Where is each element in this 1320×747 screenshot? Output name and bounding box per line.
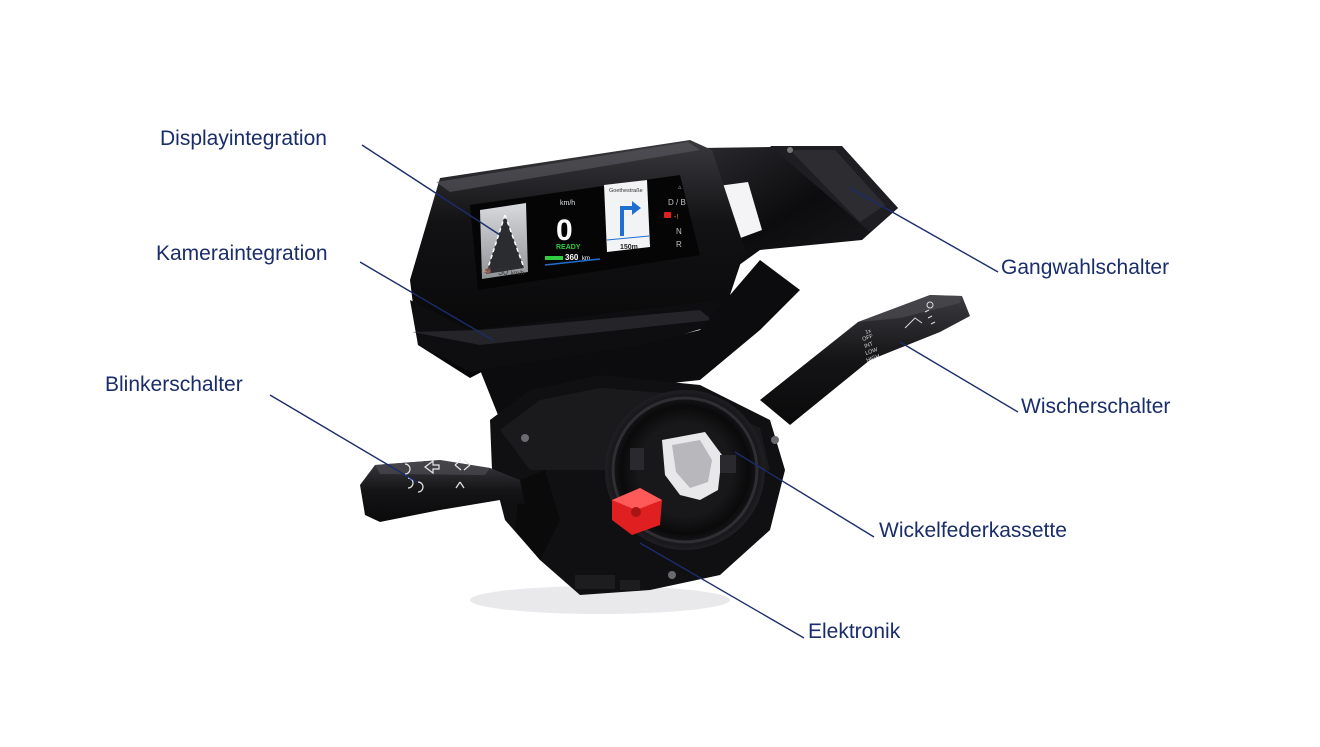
nav-route-line: [606, 235, 650, 241]
leader-display: [361, 144, 501, 236]
gear-db: D / B: [668, 198, 686, 207]
ready-status: READY: [556, 244, 581, 251]
leader-elektronik: [639, 542, 805, 639]
parking-brake-icon: [664, 212, 671, 218]
wiper-mark-1x: 1x: [865, 328, 873, 336]
wiper-mark-int: INT: [864, 341, 875, 350]
turn-right-arrow-icon: [620, 201, 641, 236]
speed-value: 0: [556, 214, 573, 247]
wiper-mark-high: HIGH: [866, 354, 881, 364]
range-underline: [544, 258, 601, 266]
wiper-stalk: [760, 295, 970, 425]
speed-unit: km/h: [560, 200, 575, 207]
wiper-mark-off: OFF: [862, 333, 875, 343]
gear-up-icon: ▵: [678, 184, 682, 191]
ground-shadow: [470, 586, 730, 614]
wildlife-warning-icon: 🐗: [483, 266, 492, 275]
label-elektronik: Elektronik: [808, 620, 901, 643]
gear-n: N: [676, 227, 682, 236]
speed-limit-value: 50: [498, 267, 508, 277]
label-kameraintegration: Kameraintegration: [156, 242, 328, 265]
label-displayintegration: Displayintegration: [160, 127, 327, 150]
red-plug-icon: [612, 488, 662, 535]
gear-r: R: [676, 240, 682, 249]
turn-signal-stalk: [360, 460, 525, 522]
leader-kamera: [359, 261, 494, 341]
leader-blinker: [269, 394, 418, 483]
gear-selector-housing: [700, 146, 898, 268]
turn-distance: 150m: [620, 244, 638, 251]
leader-gangwahl: [849, 187, 999, 273]
label-wickelfederkassette: Wickelfederkassette: [879, 519, 1067, 542]
leader-wischer: [899, 341, 1019, 413]
wiper-symbol-icon: [904, 301, 936, 329]
leader-lines: [269, 144, 1019, 639]
wiper-mark-low: LOW: [865, 347, 880, 357]
warning-icon: -!: [674, 214, 678, 221]
range-unit: km: [582, 256, 590, 262]
light-symbols-icon: [404, 459, 471, 493]
street-name: Goethestraße: [609, 188, 643, 194]
battery-bar: [545, 256, 563, 260]
navigation-panel: [604, 180, 650, 252]
range-value: 360: [565, 253, 579, 262]
speed-limit-unit: km/h: [511, 271, 524, 277]
label-wischerschalter: Wischerschalter: [1021, 395, 1171, 418]
label-blinkerschalter: Blinkerschalter: [105, 373, 243, 396]
wiper-marks: 1x OFF INT LOW HIGH: [862, 328, 881, 364]
road-camera-icon: [480, 203, 528, 279]
module-base: [480, 260, 800, 420]
leader-wickelfeder: [734, 451, 875, 538]
instrument-screen: 🐗 50 km/h km/h 0 READY 360 km Goethestra…: [470, 175, 700, 290]
label-gangwahlschalter: Gangwahlschalter: [1001, 256, 1170, 279]
